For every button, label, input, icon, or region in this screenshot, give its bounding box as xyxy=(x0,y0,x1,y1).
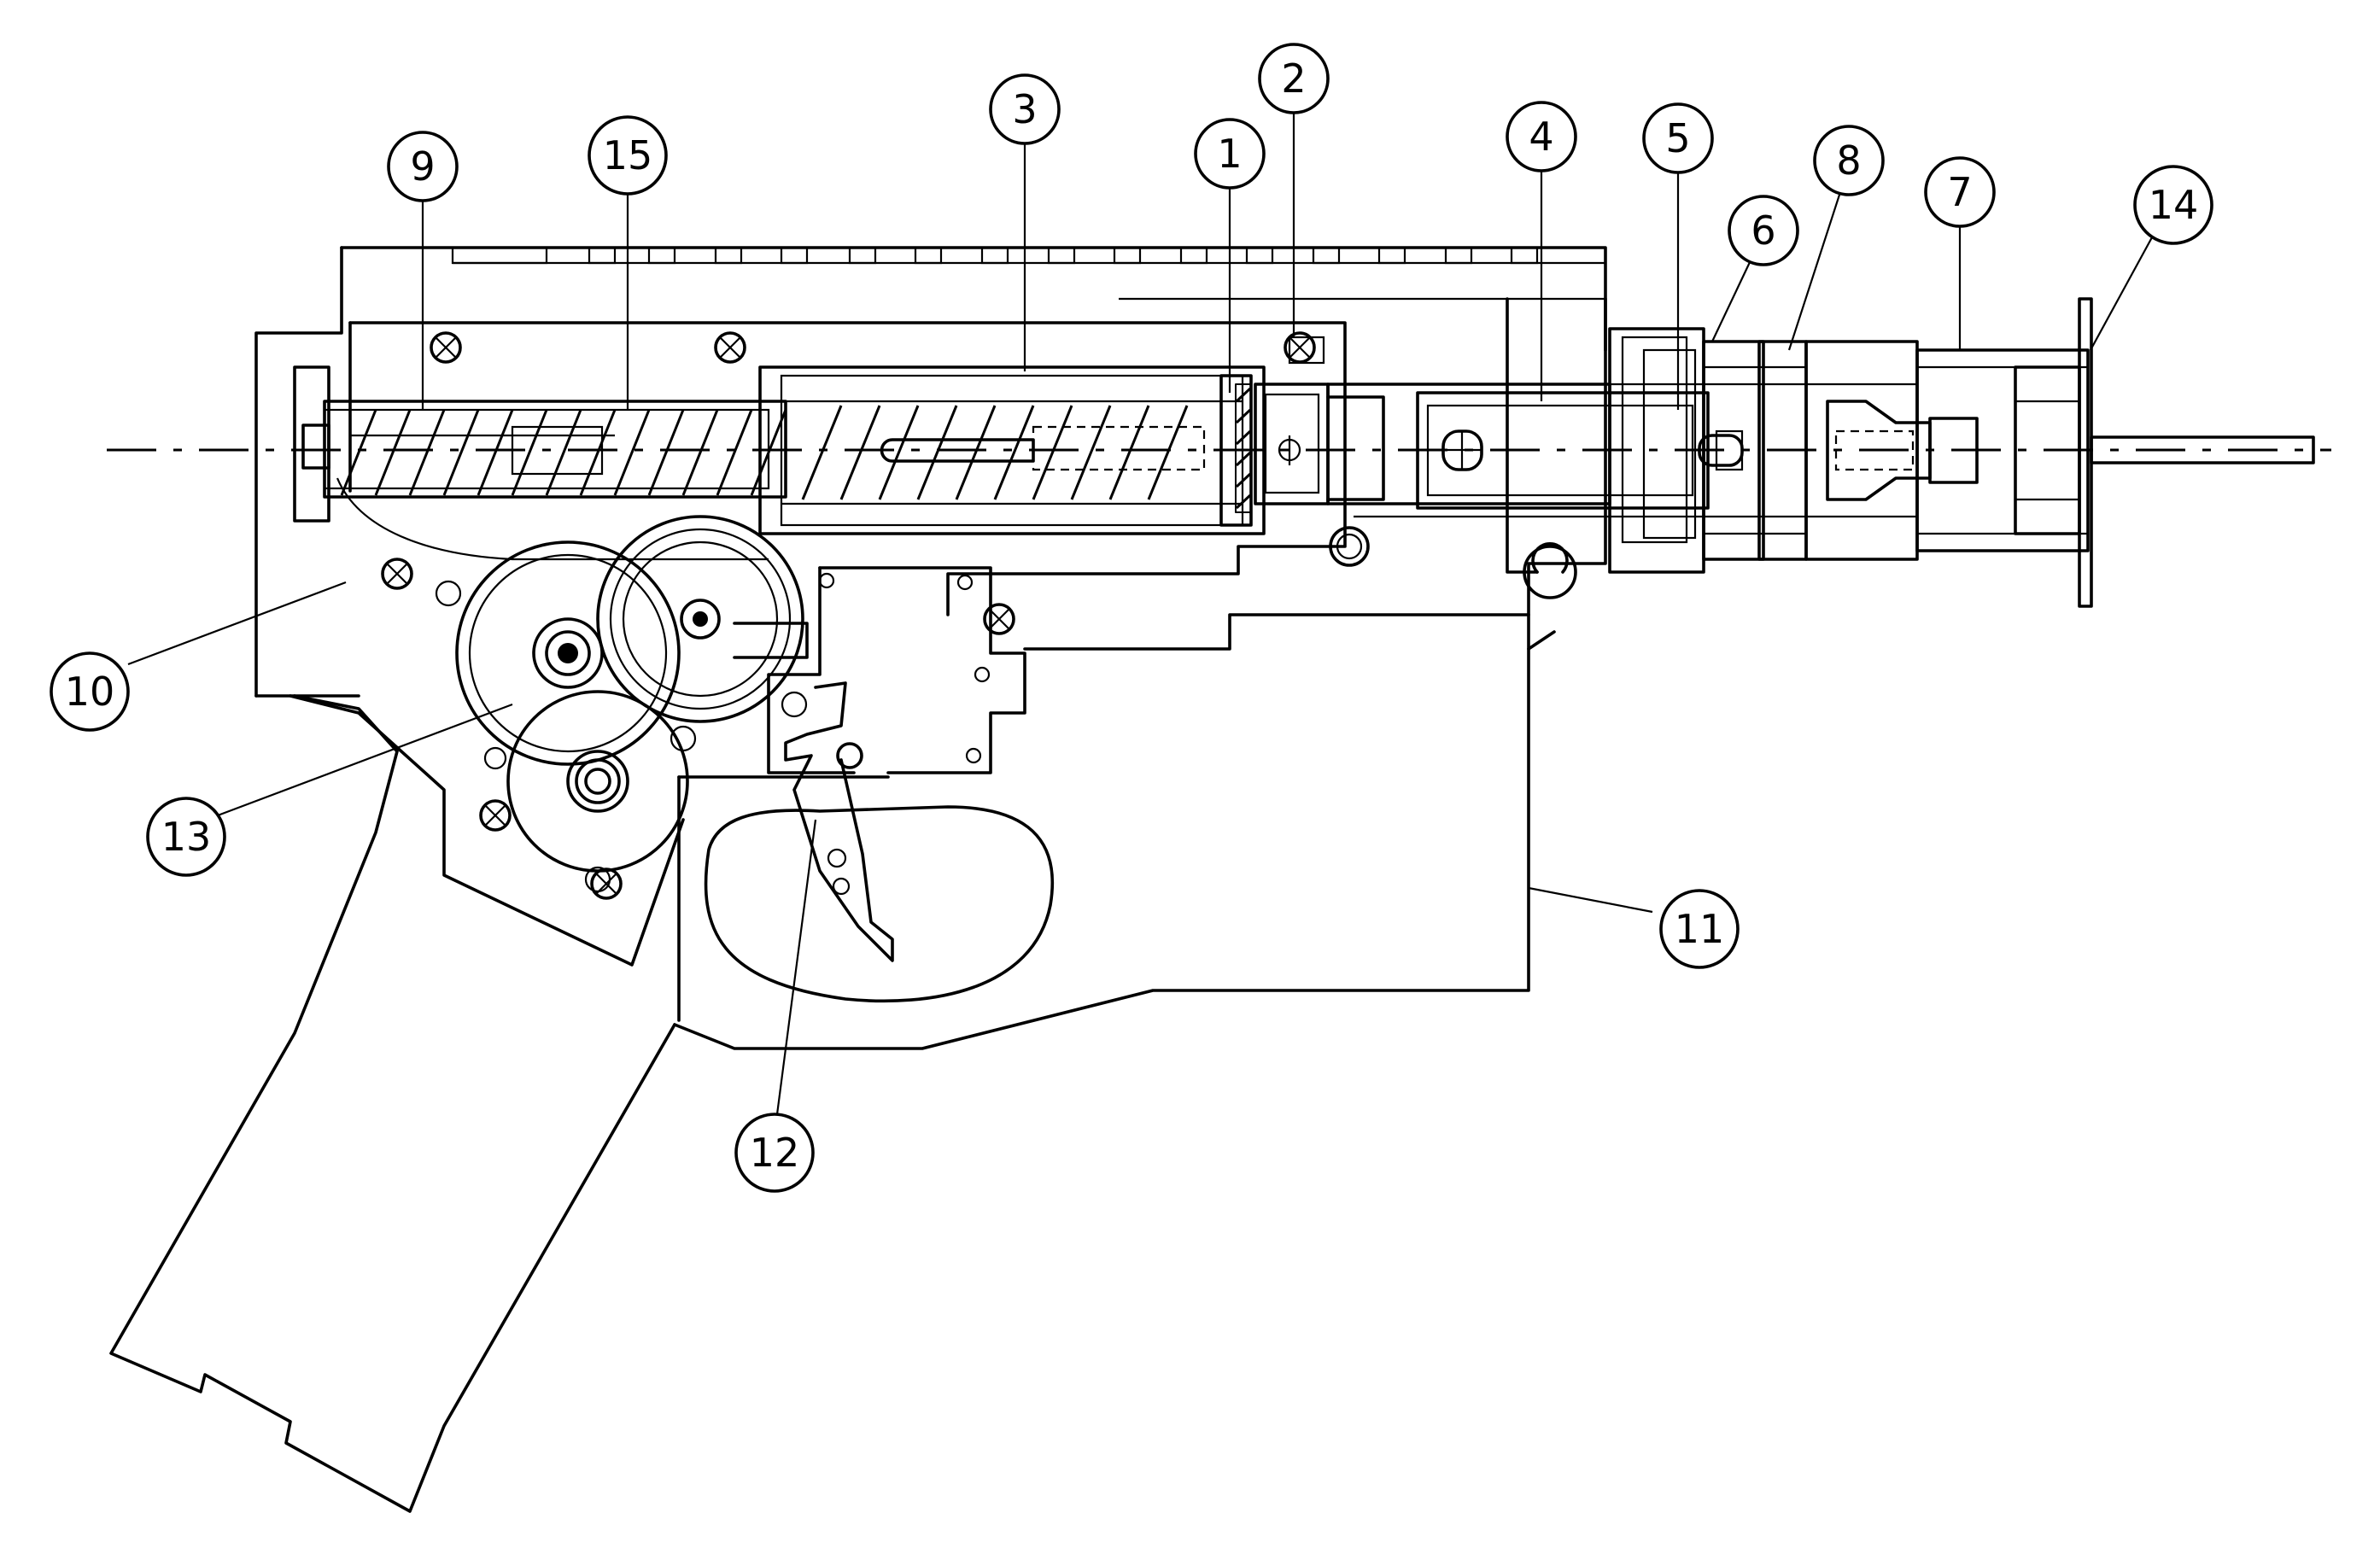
callout-11: 11 xyxy=(1659,889,1740,969)
screw-icon xyxy=(479,799,512,832)
screws xyxy=(381,331,1316,900)
spring-guide-assembly xyxy=(293,365,787,561)
callout-14-label: 14 xyxy=(2149,182,2199,228)
callout-6-label: 6 xyxy=(1751,207,1775,254)
callout-11-label: 11 xyxy=(1675,906,1725,952)
callout-2-label: 2 xyxy=(1281,55,1306,102)
screw-icon xyxy=(1284,331,1316,364)
callout-9: 9 xyxy=(387,131,459,202)
callout-7-label: 7 xyxy=(1947,169,1972,215)
callout-15: 15 xyxy=(588,115,668,196)
callout-12-label: 12 xyxy=(750,1130,800,1176)
callout-3-label: 3 xyxy=(1012,86,1037,132)
callout-5: 5 xyxy=(1642,102,1714,174)
callout-9-label: 9 xyxy=(410,143,435,190)
callout-6: 6 xyxy=(1728,195,1799,266)
callout-1-label: 1 xyxy=(1217,131,1242,177)
screw-icon xyxy=(430,331,462,364)
screw-icon xyxy=(714,331,746,364)
barrel-assembly xyxy=(1326,297,2315,608)
screw-icon xyxy=(381,558,413,590)
trigger-assembly xyxy=(767,566,1026,962)
leader-lines xyxy=(127,109,2153,1115)
callout-4: 4 xyxy=(1506,101,1577,172)
callout-13-label: 13 xyxy=(161,814,212,860)
callout-8: 8 xyxy=(1813,125,1885,196)
receiver-housing xyxy=(109,246,1607,1513)
callout-2: 2 xyxy=(1258,43,1330,114)
callout-5-label: 5 xyxy=(1665,115,1690,161)
screw-icon xyxy=(590,867,623,900)
callout-4-label: 4 xyxy=(1529,114,1553,160)
callout-3: 3 xyxy=(989,73,1061,145)
callout-8-label: 8 xyxy=(1836,137,1861,184)
callout-12: 12 xyxy=(734,1113,815,1193)
top-rail xyxy=(451,248,1605,301)
screw-icon xyxy=(983,603,1015,635)
callout-14: 14 xyxy=(2133,165,2213,245)
callout-10: 10 xyxy=(50,651,130,732)
callout-15-label: 15 xyxy=(603,132,653,178)
cylinder-assembly xyxy=(758,365,1266,535)
callouts: 1 2 3 4 5 6 7 8 9 10 11 12 13 14 15 xyxy=(50,43,2213,1193)
callout-1: 1 xyxy=(1194,118,1266,190)
callout-10-label: 10 xyxy=(65,669,115,715)
callout-13: 13 xyxy=(146,797,226,877)
callout-7: 7 xyxy=(1924,156,1996,228)
gear-set xyxy=(435,515,809,893)
